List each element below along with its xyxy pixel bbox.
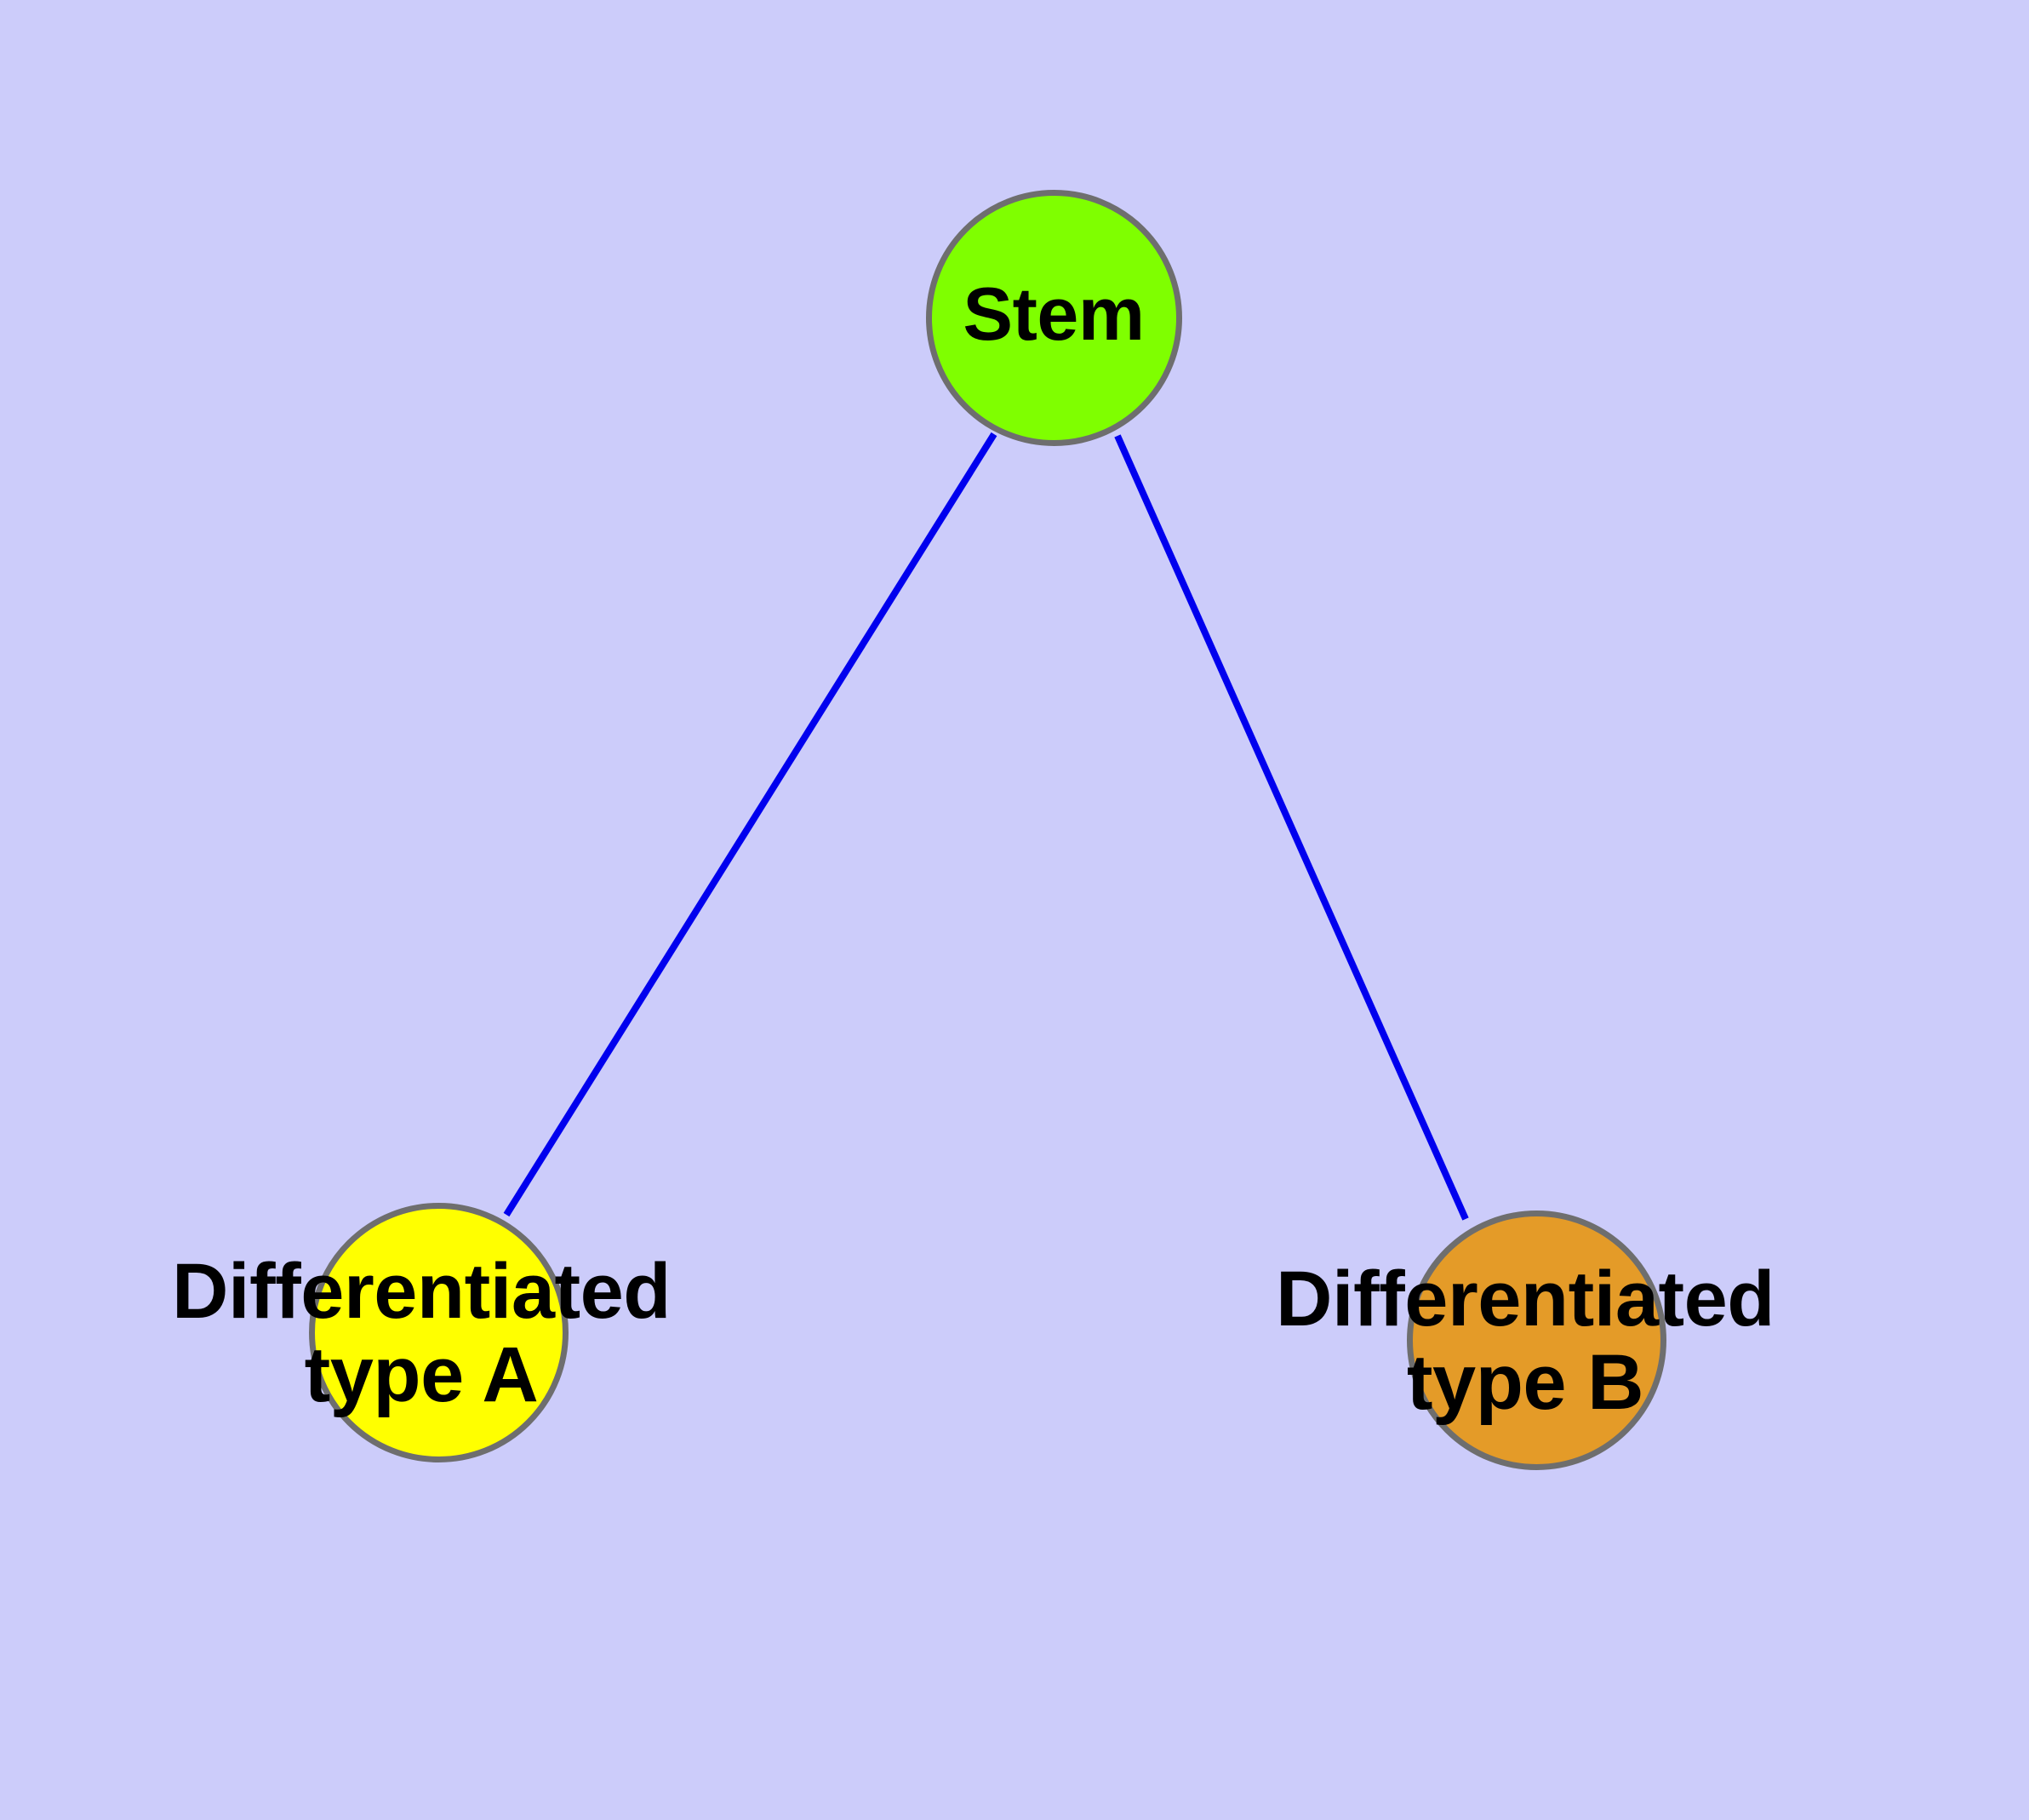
- node-stem[interactable]: [926, 190, 1182, 446]
- edge-stem-to-differentiated-type-a: [503, 432, 997, 1217]
- edge-stem-to-differentiated-type-b: [1114, 434, 1469, 1221]
- node-differentiated-type-b[interactable]: [1407, 1210, 1666, 1470]
- node-differentiated-type-a[interactable]: [309, 1203, 569, 1462]
